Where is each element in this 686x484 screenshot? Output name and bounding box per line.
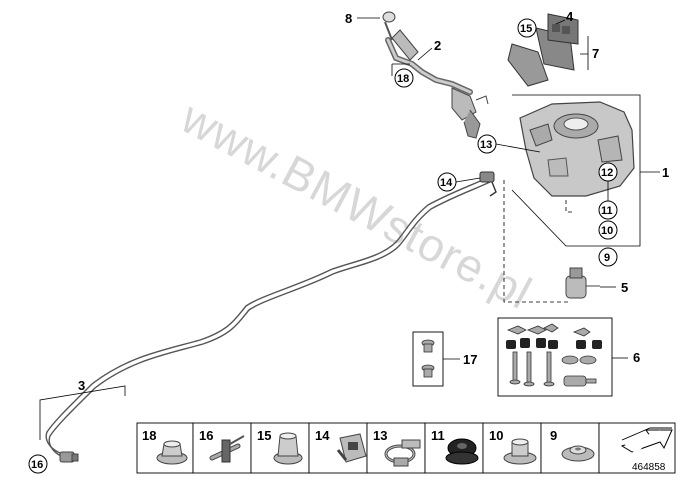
line-connector-end: [59, 451, 79, 463]
callout-5: 5: [621, 280, 628, 295]
callout-2: 2: [434, 38, 441, 53]
legend-strip: 18 16 15 14 13 11 10 9: [136, 422, 676, 474]
leader-3: [39, 385, 126, 440]
leader-18-top: [391, 63, 410, 76]
arrow-icon: [620, 427, 673, 454]
leader-2: [417, 47, 433, 61]
filler-neck: [382, 11, 489, 139]
callout-13: 13: [480, 139, 492, 151]
valve-part: [565, 267, 600, 299]
bracket-assembly: [507, 13, 579, 87]
small-washer-icon: [561, 445, 595, 462]
flange-nut-icon: [273, 432, 303, 465]
callout-1: 1: [662, 165, 669, 180]
leader-14: [455, 177, 481, 183]
callout-10-circle: [598, 220, 618, 240]
nut-icon: [156, 440, 188, 465]
legend-number-11: 11: [431, 428, 445, 443]
callout-11: 11: [601, 205, 613, 217]
connector-icon: [336, 433, 367, 463]
callout-15-top: 15: [520, 23, 532, 35]
leader-13: [495, 143, 541, 153]
screws-set: [421, 339, 435, 378]
callout-17: 17: [463, 352, 477, 367]
callout-8: 8: [345, 11, 352, 26]
callout-7: 7: [592, 46, 599, 61]
callout-3: 3: [78, 378, 85, 393]
legend-number-9: 9: [550, 428, 557, 443]
callout-16-circle: 16: [28, 454, 48, 474]
washer-icon: [503, 438, 537, 465]
callout-6: 6: [633, 350, 640, 365]
doc-number: 464858: [632, 462, 666, 473]
fastener-set: [506, 323, 602, 387]
legend-cell-14: [308, 422, 368, 474]
grommet-icon: [445, 438, 479, 465]
tank-frame: [511, 94, 660, 247]
callout-15-circle: [517, 18, 537, 38]
legend-number-16: 16: [199, 428, 213, 443]
leader-7: [580, 36, 589, 70]
callout-9-circle: [598, 247, 618, 267]
callout-9: 9: [604, 252, 610, 264]
callout-16-bottom: 16: [31, 459, 43, 471]
watermark: www.BMWstore.pl: [172, 90, 540, 319]
dashed-guides: [503, 180, 574, 303]
callout-10: 10: [601, 225, 613, 237]
callout-14: 14: [440, 177, 453, 189]
legend-number-14: 14: [315, 428, 330, 443]
fuel-tank: [519, 101, 635, 197]
callout-12: 12: [601, 167, 613, 179]
fuel-line: [45, 177, 491, 461]
callout-18-top: 18: [397, 73, 409, 85]
legend-number-13: 13: [373, 428, 387, 443]
legend-number-18: 18: [142, 428, 156, 443]
callout-18-circle: [394, 68, 414, 88]
cable-clip-icon: [209, 435, 245, 463]
legend-number-15: 15: [257, 428, 271, 443]
hose-clamp-icon: [384, 439, 421, 467]
legend-number-10: 10: [489, 428, 503, 443]
callout-4: 4: [566, 9, 574, 24]
line-connector-top: [479, 171, 497, 197]
leader-4: [555, 19, 566, 25]
